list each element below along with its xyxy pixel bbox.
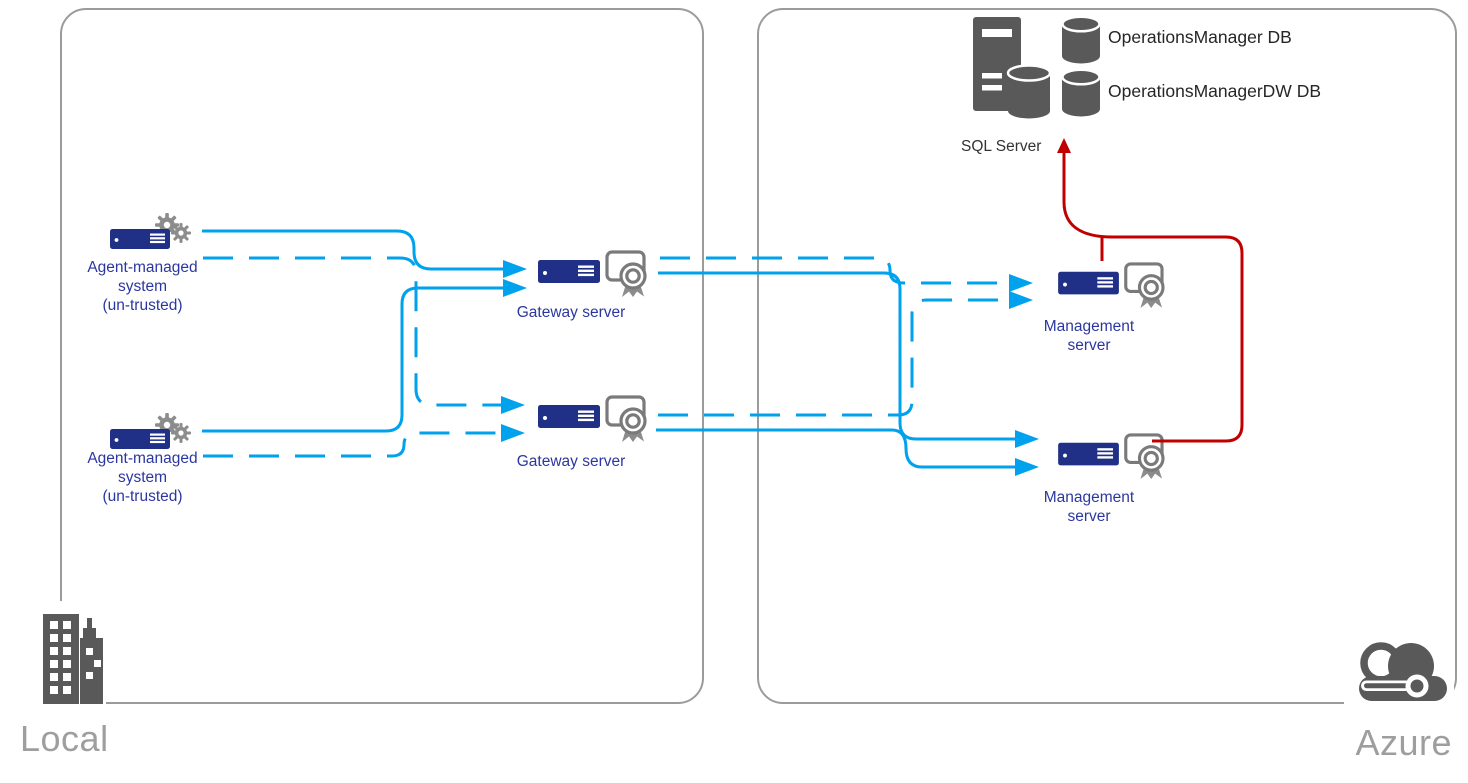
sql-server-label: SQL Server [961,138,1042,155]
database-cylinder-icon [1006,64,1052,119]
sql-server-tower-icon [973,17,1052,119]
gateway-server-certificate-icon [538,395,647,442]
operations-manager-db-icon [1061,15,1101,64]
local-zone-panel [60,8,704,704]
management-top-label: Management server [1043,318,1135,354]
azure-zone-label: Azure [1355,722,1452,763]
gateway-server-certificate-icon [538,250,647,297]
management-server-certificate-icon [1058,433,1165,480]
server-icon [110,229,170,249]
building-icon [40,601,106,707]
local-zone-label: Local [20,718,109,759]
management-bottom-label: Management server [1043,489,1135,525]
operations-manager-dw-db-icon [1061,68,1101,117]
management-server-certificate-icon [1058,262,1165,309]
azure-cloud-icon [1344,631,1454,711]
operations-manager-dw-db-label: OperationsManagerDW DB [1108,81,1321,101]
agent-bottom-label: Agent-managed system (un-trusted) [87,450,198,505]
agent-top-label: Agent-managed system (un-trusted) [87,259,198,314]
server-icon [538,260,600,283]
azure-zone-panel [757,8,1457,704]
gateway-bottom-label: Gateway server [516,453,626,470]
agent-server-gears-icon [110,213,191,249]
gears-icon [155,213,191,243]
operations-manager-db-label: OperationsManager DB [1108,27,1292,47]
certificate-icon [605,250,647,297]
gateway-top-label: Gateway server [516,304,626,321]
agent-server-gears-icon [110,413,191,449]
